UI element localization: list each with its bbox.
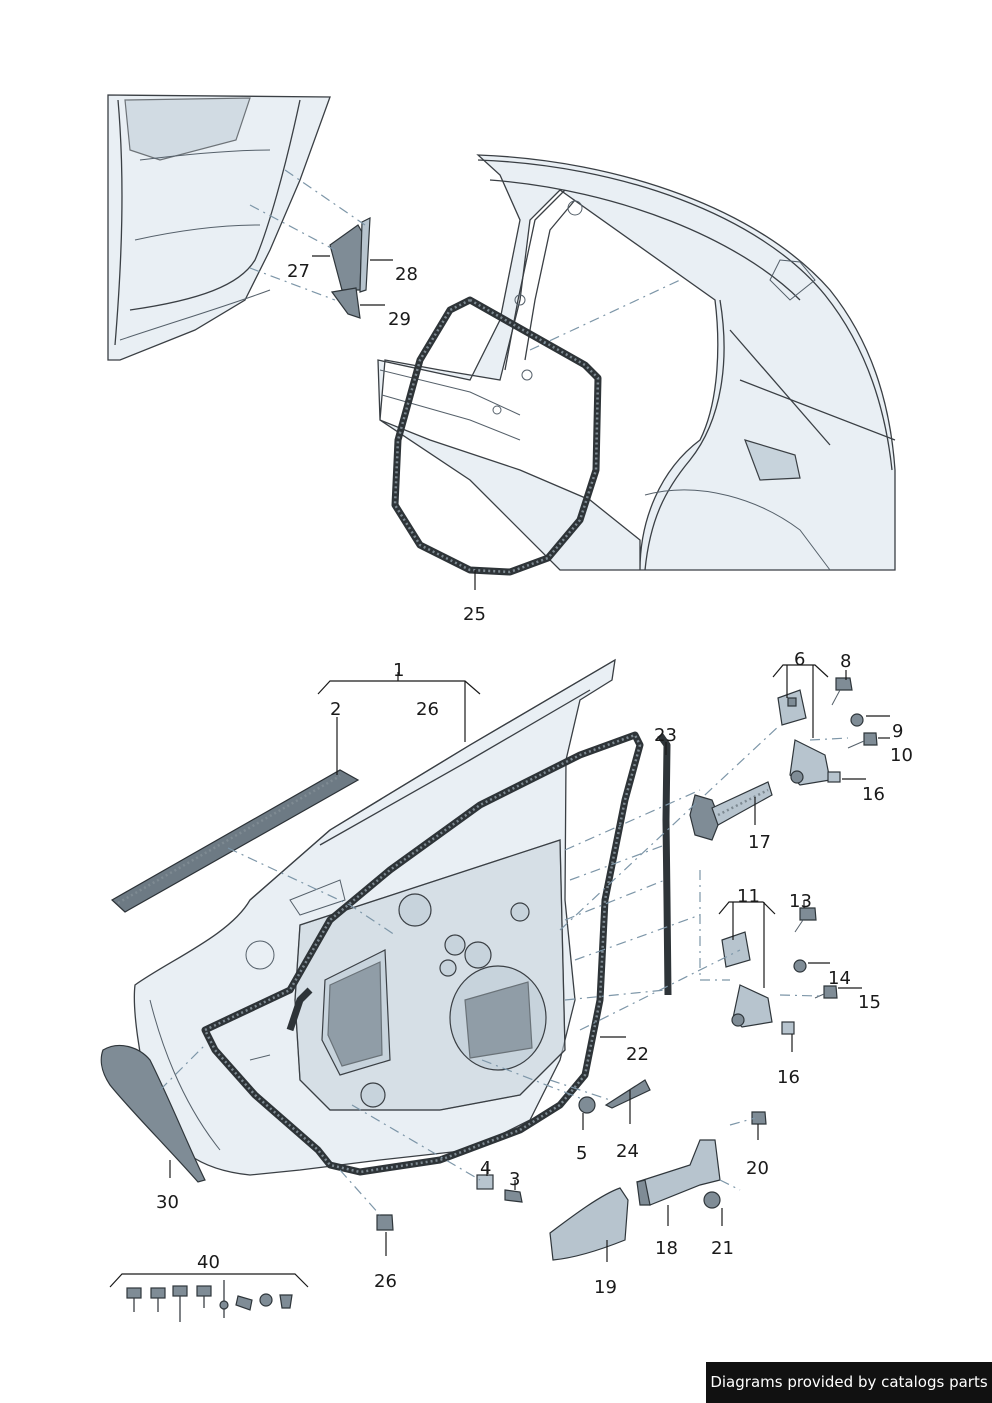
part-1-door-shell (133, 658, 616, 1176)
part-27-trim-piece (329, 224, 363, 291)
part-6-hinge-lower-half (789, 739, 831, 786)
callout-19: 19 (594, 1277, 617, 1298)
part-2-window-strip (110, 769, 360, 913)
callout-18: 18 (655, 1238, 678, 1259)
callout-29: 29 (388, 309, 411, 330)
part-6-upper-hinge (777, 689, 807, 726)
part-11-lower-hinge (721, 931, 773, 1028)
callout-30: 30 (156, 1192, 179, 1213)
callout-1: 1 (393, 660, 404, 681)
callout-25: 25 (463, 604, 486, 625)
callout-20: 20 (746, 1158, 769, 1179)
part-17-door-check (689, 781, 773, 841)
callout-16-upper: 16 (862, 784, 885, 805)
part-25-door-seal (391, 296, 602, 576)
callout-28: 28 (395, 264, 418, 285)
callout-26-bolt: 26 (374, 1271, 397, 1292)
callout-21: 21 (711, 1238, 734, 1259)
callout-2: 2 (330, 699, 341, 720)
callout-23: 23 (654, 725, 677, 746)
callout-22: 22 (626, 1044, 649, 1065)
footer-credit-badge: Diagrams provided by catalogs parts (706, 1362, 992, 1403)
callout-17: 17 (748, 832, 771, 853)
part-28-trim-strip (359, 217, 371, 293)
callout-4: 4 (480, 1158, 491, 1179)
callout-40: 40 (197, 1252, 220, 1273)
callout-3: 3 (509, 1169, 520, 1190)
callout-14: 14 (828, 968, 851, 989)
part-22-door-seal (201, 731, 644, 1176)
body-rear-panel-detail (107, 94, 331, 361)
part-30-trim-panel (100, 1045, 206, 1183)
callout-6: 6 (794, 649, 805, 670)
callout-9: 9 (892, 721, 903, 742)
body-side-frame (377, 154, 896, 571)
callout-13: 13 (789, 891, 812, 912)
callout-27: 27 (287, 261, 310, 282)
callout-10: 10 (890, 745, 913, 766)
part-23-seal-strip (657, 732, 672, 996)
callout-5: 5 (576, 1143, 587, 1164)
part-19-door-handle (549, 1187, 629, 1261)
callout-16-lower: 16 (777, 1067, 800, 1088)
callout-26-door: 26 (416, 699, 439, 720)
part-29-corner-piece (330, 287, 361, 319)
bolts-and-nuts (376, 677, 878, 1231)
callout-15: 15 (858, 992, 881, 1013)
part-24-wedge (604, 1079, 651, 1109)
callout-11: 11 (737, 886, 760, 907)
callout-24: 24 (616, 1141, 639, 1162)
callout-8: 8 (840, 651, 851, 672)
part-18-handle-bracket (636, 1139, 721, 1206)
part-40-fastener-set (126, 1280, 293, 1322)
